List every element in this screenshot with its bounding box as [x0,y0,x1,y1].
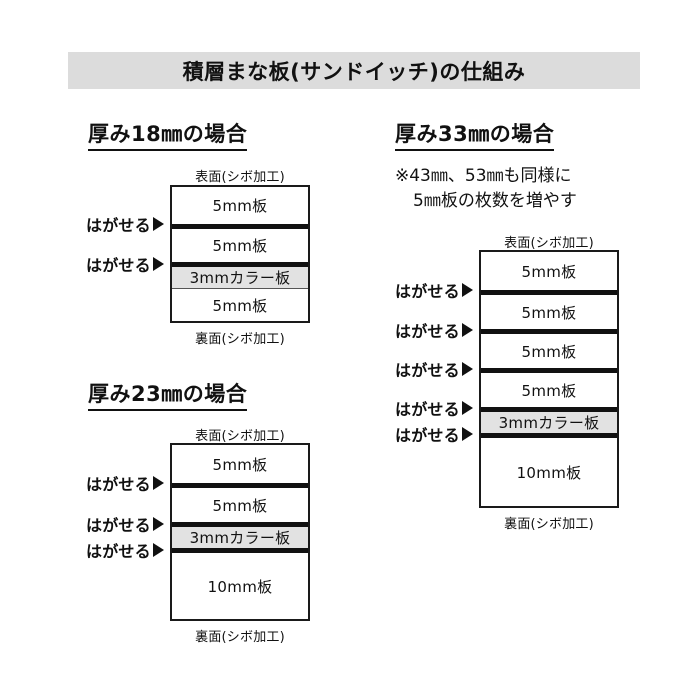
layer-row-color: 3mmカラー板 [172,522,308,548]
right-arrow-icon [152,217,164,231]
layer-label: 5mm板 [521,342,577,361]
layer-stack-23: 5mm板 5mm板 3mmカラー板 10mm板 [170,443,310,621]
right-arrow-icon [461,323,473,337]
right-arrow-icon [461,427,473,441]
layer-row-color: 3mmカラー板 [172,262,308,288]
layer-label: 5mm板 [521,303,577,322]
right-arrow-icon [152,476,164,490]
section-thickness-18: 厚み18㎜の場合 [88,118,358,151]
layer-row-color: 3mmカラー板 [481,407,617,433]
layer-stack-18: 5mm板 5mm板 3mmカラー板 5mm板 [170,185,310,323]
peel-marker: はがせる [86,538,164,562]
peel-marker: はがせる [86,471,164,495]
layer-label: 5mm板 [521,262,577,281]
layer-label: 10mm板 [207,577,273,596]
back-face-label-18: 裏面(シボ加工) [195,332,285,347]
peel-label: はがせる [86,516,151,535]
peel-marker: はがせる [395,396,473,420]
layer-label: 5mm板 [212,296,268,315]
layer-row: 10mm板 [481,433,617,506]
peel-label: はがせる [395,426,460,445]
peel-label: はがせる [395,400,460,419]
layer-row: 5mm板 [172,288,308,321]
peel-marker: はがせる [395,422,473,446]
right-arrow-icon [152,257,164,271]
layer-label: 5mm板 [521,381,577,400]
peel-label: はがせる [86,542,151,561]
layer-label: 3mmカラー板 [498,414,600,432]
section-heading-23: 厚み23㎜の場合 [88,378,248,411]
right-arrow-icon [461,362,473,376]
section-heading-33: 厚み33㎜の場合 [395,118,555,151]
layer-label: 10mm板 [516,463,582,482]
section-note-line: ※43㎜、53㎜も同様に [395,166,572,186]
layer-row: 5mm板 [481,329,617,368]
layer-label: 5mm板 [212,455,268,474]
right-arrow-icon [152,543,164,557]
section-thickness-23: 厚み23㎜の場合 [88,378,358,411]
peel-marker: はがせる [86,252,164,276]
section-heading-18: 厚み18㎜の場合 [88,118,248,151]
peel-label: はがせる [86,256,151,275]
peel-label: はがせる [86,475,151,494]
layer-label: 5mm板 [212,237,268,255]
layer-label: 5mm板 [212,197,268,215]
back-face-label-23: 裏面(シボ加工) [195,630,285,645]
front-face-label-18: 表面(シボ加工) [195,170,285,185]
layer-label: 5mm板 [212,496,268,515]
layer-row: 5mm板 [172,224,308,262]
peel-label: はがせる [395,361,460,380]
right-arrow-icon [461,283,473,297]
layer-row: 5mm板 [172,483,308,522]
peel-marker: はがせる [395,278,473,302]
layer-row: 5mm板 [481,368,617,407]
section-note-33: ※43㎜、53㎜も同様に 5㎜板の枚数を増やす [395,164,577,213]
section-note-line: 5㎜板の枚数を増やす [413,190,577,211]
peel-marker: はがせる [86,212,164,236]
page-title: 積層まな板(サンドイッチ)の仕組み [182,59,526,84]
back-face-label-33: 裏面(シボ加工) [504,517,594,532]
page-title-band: 積層まな板(サンドイッチ)の仕組み [68,52,640,89]
section-thickness-33: 厚み33㎜の場合 [395,118,655,151]
peel-label: はがせる [395,322,460,341]
peel-marker: はがせる [395,318,473,342]
peel-label: はがせる [86,216,151,235]
layer-row: 5mm板 [172,187,308,224]
layer-stack-33: 5mm板 5mm板 5mm板 5mm板 3mmカラー板 10mm板 [479,250,619,508]
right-arrow-icon [152,517,164,531]
front-face-label-33: 表面(シボ加工) [504,236,594,251]
peel-marker: はがせる [86,512,164,536]
layer-row: 10mm板 [172,548,308,619]
layer-row: 5mm板 [481,290,617,329]
right-arrow-icon [461,401,473,415]
peel-label: はがせる [395,282,460,301]
layer-row: 5mm板 [172,445,308,483]
layer-label: 3mmカラー板 [189,529,291,547]
layer-label: 3mmカラー板 [189,269,291,287]
front-face-label-23: 表面(シボ加工) [195,429,285,444]
layer-row: 5mm板 [481,252,617,290]
peel-marker: はがせる [395,357,473,381]
